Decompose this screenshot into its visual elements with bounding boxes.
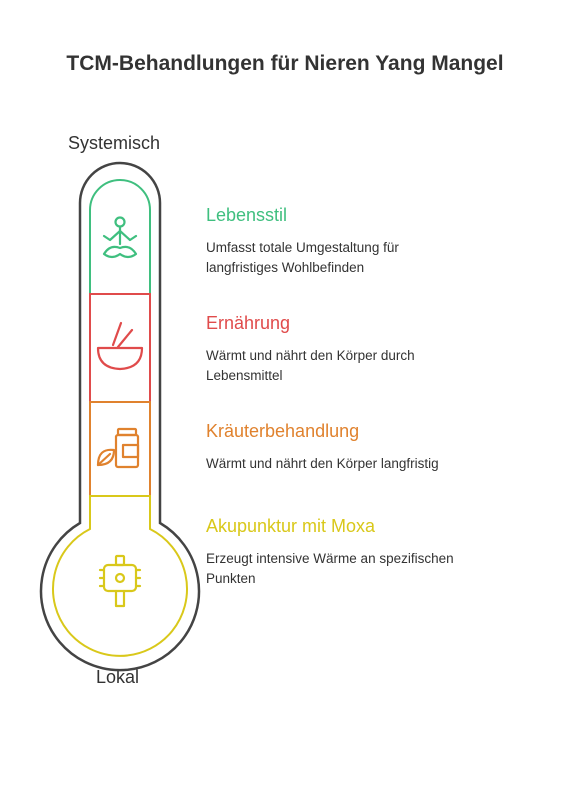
item-description: Umfasst totale Umgestaltung für langfris… — [206, 240, 399, 275]
item-title: Akupunktur mit Moxa — [206, 516, 376, 536]
thermometer-outline — [39, 161, 201, 672]
meditation-icon — [102, 216, 138, 259]
segment-lebensstil — [89, 179, 151, 295]
item-title: Lebensstil — [206, 205, 288, 225]
scale-label-bottom: Lokal — [96, 667, 140, 687]
scale-label-top: Systemisch — [68, 133, 161, 153]
bowl-icon — [96, 321, 144, 371]
segment-akupunktur — [52, 495, 188, 657]
item-akupunktur: Akupunktur mit Moxa Erzeugt intensive Wä… — [206, 516, 546, 589]
acupuncture-icon — [98, 554, 142, 608]
page-title: TCM-Behandlungen für Nieren Yang Mangel — [66, 52, 504, 75]
herb-jar-icon — [96, 427, 140, 469]
item-lebensstil: Lebensstil Umfasst totale Umgestaltung f… — [206, 205, 546, 278]
segment-kraeuter — [89, 401, 151, 497]
item-kraeuterbehandlung: Kräuterbehandlung Wärmt und nährt den Kö… — [206, 421, 546, 474]
item-title: Kräuterbehandlung — [206, 421, 360, 441]
item-title: Ernährung — [206, 313, 291, 333]
item-description: Wärmt und nährt den Körper durch Lebensm… — [206, 348, 415, 383]
item-ernaehrung: Ernährung Wärmt und nährt den Körper dur… — [206, 313, 546, 386]
item-description: Wärmt und nährt den Körper langfristig — [206, 456, 439, 471]
item-description: Erzeugt intensive Wärme an spezifischen … — [206, 551, 454, 586]
